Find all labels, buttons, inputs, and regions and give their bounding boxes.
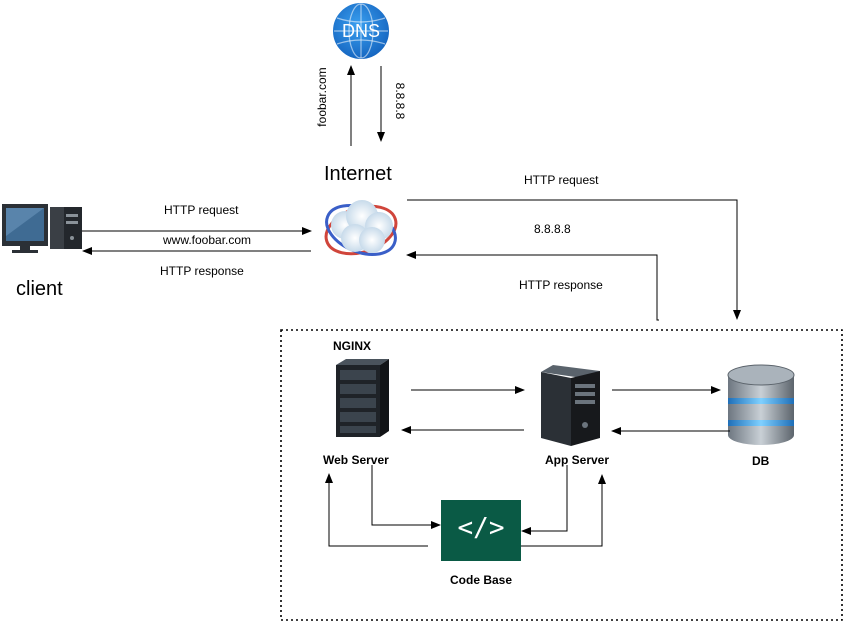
codebase-to-web-arrow [325, 473, 428, 547]
app-server-label: App Server [545, 453, 610, 467]
code-icon: </> [457, 513, 505, 543]
client-computer-icon [2, 204, 82, 253]
dns-query-label: foobar.com [315, 67, 329, 127]
dns-answer-label: 8.8.8.8 [393, 82, 407, 120]
codebase-to-app-arrow [521, 474, 606, 547]
client-label: client [16, 278, 63, 300]
internet-to-db-request-arrow [407, 199, 741, 320]
infrastructure-boundary [280, 329, 843, 621]
web-to-codebase-arrow [371, 465, 441, 529]
code-base-label: Code Base [450, 573, 513, 587]
internet-label: Internet [324, 163, 392, 185]
server-response-label: HTTP response [519, 278, 603, 292]
dns-globe-icon [329, 0, 393, 63]
client-response-label: HTTP response [160, 264, 244, 278]
app-to-codebase-arrow [521, 465, 568, 535]
server-request-label: HTTP request [524, 173, 599, 187]
internet-cloud-icon [324, 200, 398, 256]
web-server-label: Web Server [323, 453, 389, 467]
response-to-internet-arrow [406, 251, 659, 321]
code-base-box [441, 500, 521, 561]
client-url-label: www.foobar.com [163, 233, 252, 247]
db-label: DB [752, 454, 770, 468]
database-icon [727, 364, 795, 445]
server-ip-label: 8.8.8.8 [534, 222, 571, 236]
app-server-icon [541, 365, 600, 446]
client-request-label: HTTP request [164, 203, 239, 217]
web-server-icon [336, 359, 389, 437]
dns-label: DNS [341, 21, 380, 41]
nginx-label: NGINX [333, 339, 372, 353]
